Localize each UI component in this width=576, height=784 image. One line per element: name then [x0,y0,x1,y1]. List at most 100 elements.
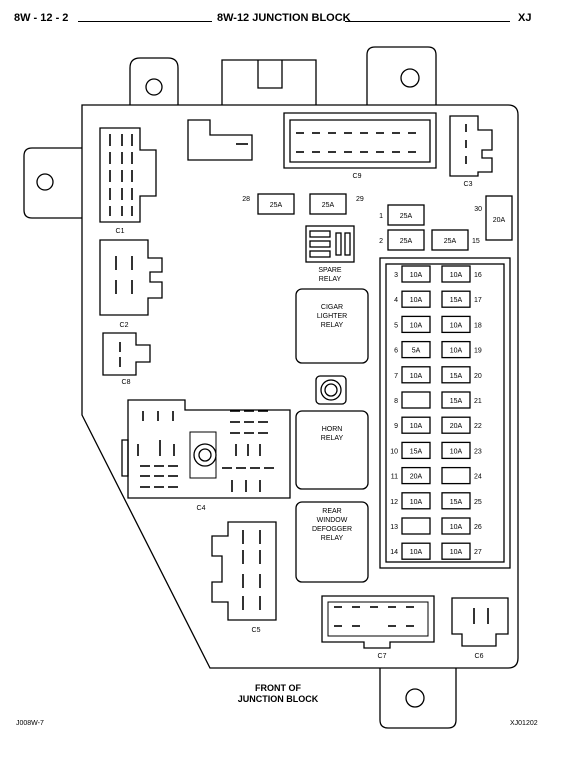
fuse-28-number: 28 [242,196,250,203]
fuse-19 [441,340,471,359]
fuse-2-rating: 25A [400,238,413,245]
fuse-number: 26 [474,524,482,531]
fuse-number: 10 [390,448,398,455]
label-c2: C2 [120,322,129,329]
connector-c9 [283,112,437,169]
fuse-number: 19 [474,348,482,355]
connector-top-small [187,119,253,161]
fuse-23 [441,441,471,460]
fuse-rating: 15A [450,398,463,405]
spare-relay [305,225,355,263]
fuse-28 [257,193,295,215]
fuse-9 [401,416,431,434]
fuse-rating: 20A [410,474,423,481]
fuse-number: 25 [474,499,482,506]
fuse-number: 16 [474,272,482,279]
fuse-number: 18 [474,322,482,329]
mount-tab-notch [257,60,283,89]
fuse-rating: 10A [410,423,423,430]
fuse-number: 14 [390,549,398,556]
fuse-2 [387,229,425,251]
fuse-rating: 15A [410,448,423,455]
fuse-rating: 20A [450,423,463,430]
mount-tab-top-middle [221,59,317,105]
fuse-number: 20 [474,373,482,380]
fuse-5 [401,315,431,334]
fuse-29 [309,193,347,215]
fuse-rating: 10A [410,549,423,556]
fuse-14 [401,542,431,560]
mount-hole-top-right [400,68,420,88]
rear-relay-line4: RELAY [321,535,344,542]
fuse-number: 13 [390,524,398,531]
fuse-rating: 10A [450,272,463,279]
header-rule-right [345,21,510,22]
fuse-30 [485,195,513,241]
center-bolt [315,375,347,405]
c2-pins [115,256,133,294]
fuse-1 [387,204,425,226]
spare-relay-line2: RELAY [319,276,342,283]
mount-hole-left [36,173,54,191]
spare-relay-line1: SPARE [318,267,342,274]
fuse-13 [401,517,431,535]
left-reference: J008W-7 [16,720,44,727]
fuse-panel [379,257,511,569]
cigar-lighter-relay [295,288,369,364]
fuse-30-number: 30 [474,206,482,213]
label-c5: C5 [252,627,261,634]
fuse-22 [441,416,471,434]
c7-pins [334,606,414,627]
c9-pins [296,132,416,153]
fuse-1-rating: 25A [400,213,413,220]
fuse-16 [441,265,471,283]
fuse-17 [441,290,471,308]
page-title: 8W-12 JUNCTION BLOCK [217,12,351,24]
fuse-rating: 10A [410,499,423,506]
fuse-25 [441,492,471,510]
fuse-11 [401,466,431,485]
connector-c3 [449,115,493,177]
rear-window-defogger-relay [295,501,369,583]
fuse-rating: 10A [410,373,423,380]
fuse-rating: 15A [450,297,463,304]
label-c6: C6 [475,653,484,660]
fuse-rating: 10A [450,348,463,355]
label-c4: C4 [197,505,206,512]
mount-hole-bottom [405,688,425,708]
fuse-15-number: 15 [472,238,480,245]
fuse-number: 24 [474,474,482,481]
rear-relay-line3: DEFOGGER [312,526,352,533]
fuse-15 [431,229,469,251]
fuse-rating: 10A [450,322,463,329]
label-c8: C8 [122,379,131,386]
fuse-rating: 5A [412,348,421,355]
connector-c6 [451,597,509,647]
caption-line2: JUNCTION BLOCK [237,694,319,704]
horn-relay [295,410,369,490]
connector-c8 [102,332,151,376]
fuse-rating: 10A [410,297,423,304]
fuse-29-number: 29 [356,196,364,203]
fuse-rating: 15A [450,499,463,506]
fuse-6 [401,340,431,359]
right-reference: XJ01202 [510,720,538,727]
fuse-7 [401,366,431,384]
fuse-number: 8 [394,398,398,405]
fuse-rating: 10A [450,549,463,556]
horn-relay-line2: RELAY [321,435,344,442]
c1-pins [109,134,133,216]
c6-pins [473,608,489,624]
label-c1: C1 [116,228,125,235]
cigar-relay-line3: RELAY [321,322,344,329]
fuse-8 [401,391,431,409]
fuse-10 [401,441,431,460]
connector-c4 [121,399,291,499]
header-rule-left [78,21,212,22]
rear-relay-line1: REAR [322,508,341,515]
fuse-21 [441,391,471,409]
fuse-number: 3 [394,272,398,279]
fuse-24 [441,466,471,485]
